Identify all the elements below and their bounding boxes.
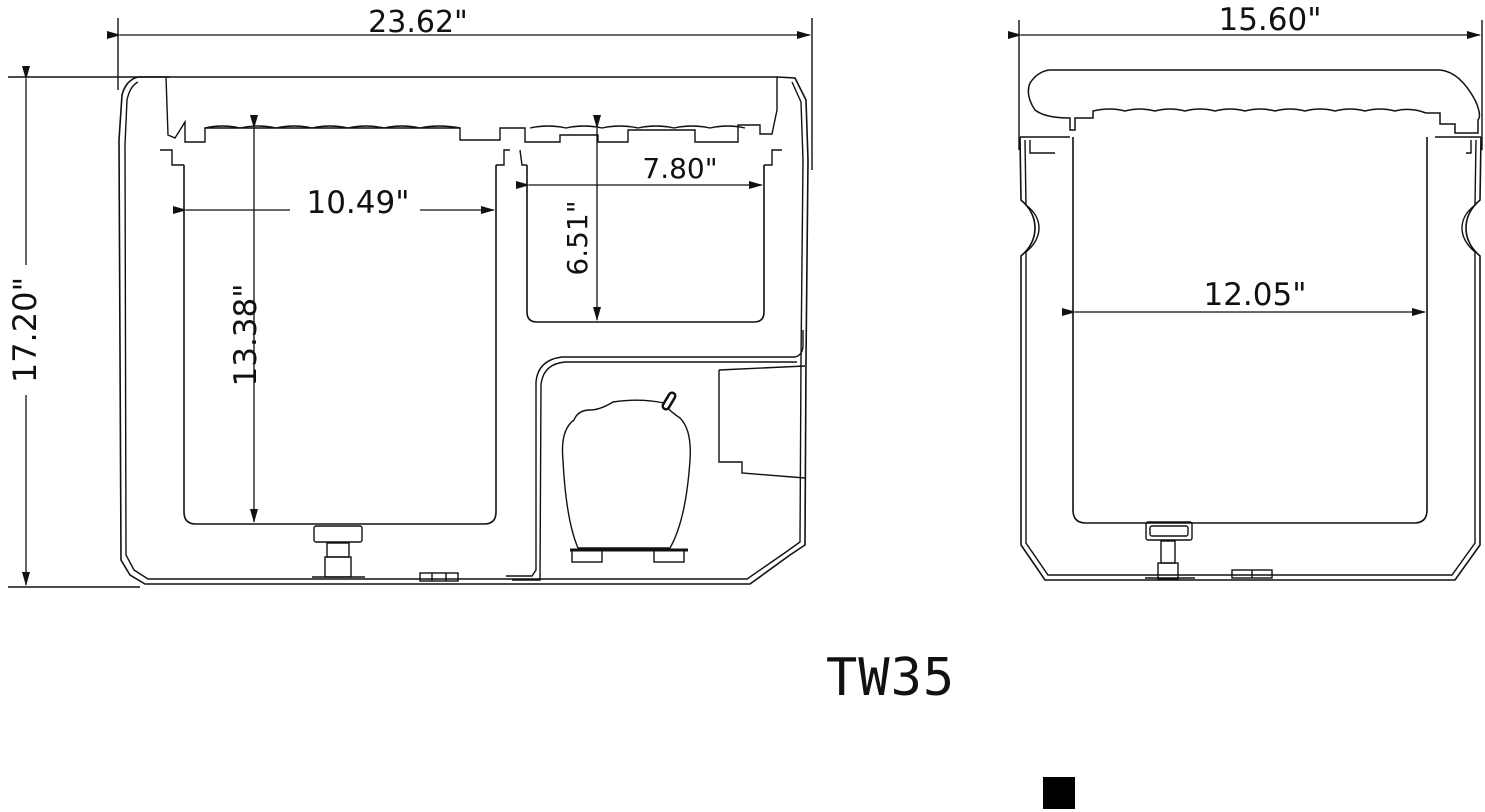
black-square-marker: [1043, 777, 1075, 809]
side-view: [8, 18, 813, 588]
side-view-dimensions: [22, 31, 811, 586]
model-title: TW35: [826, 648, 956, 708]
end-view-dimensions: [1008, 31, 1481, 316]
overall-length-label: 23.62": [368, 5, 468, 40]
inner-width-label: 12.05": [1203, 277, 1306, 313]
small-compartment-width-label: 7.80": [642, 152, 717, 185]
small-compartment-depth-label: 6.51": [561, 200, 594, 275]
end-view: [1018, 20, 1483, 581]
large-compartment-width-label: 10.49": [306, 185, 409, 221]
end-view-labels: 15.60" 12.05": [1203, 2, 1321, 313]
overall-height-label: 17.20": [6, 277, 44, 383]
large-compartment-depth-label: 13.38": [228, 283, 264, 386]
side-view-labels: 23.62" 17.20" 10.49" 13.38" 7.80" 6.51": [6, 5, 718, 387]
overall-width-label: 15.60": [1218, 2, 1321, 38]
